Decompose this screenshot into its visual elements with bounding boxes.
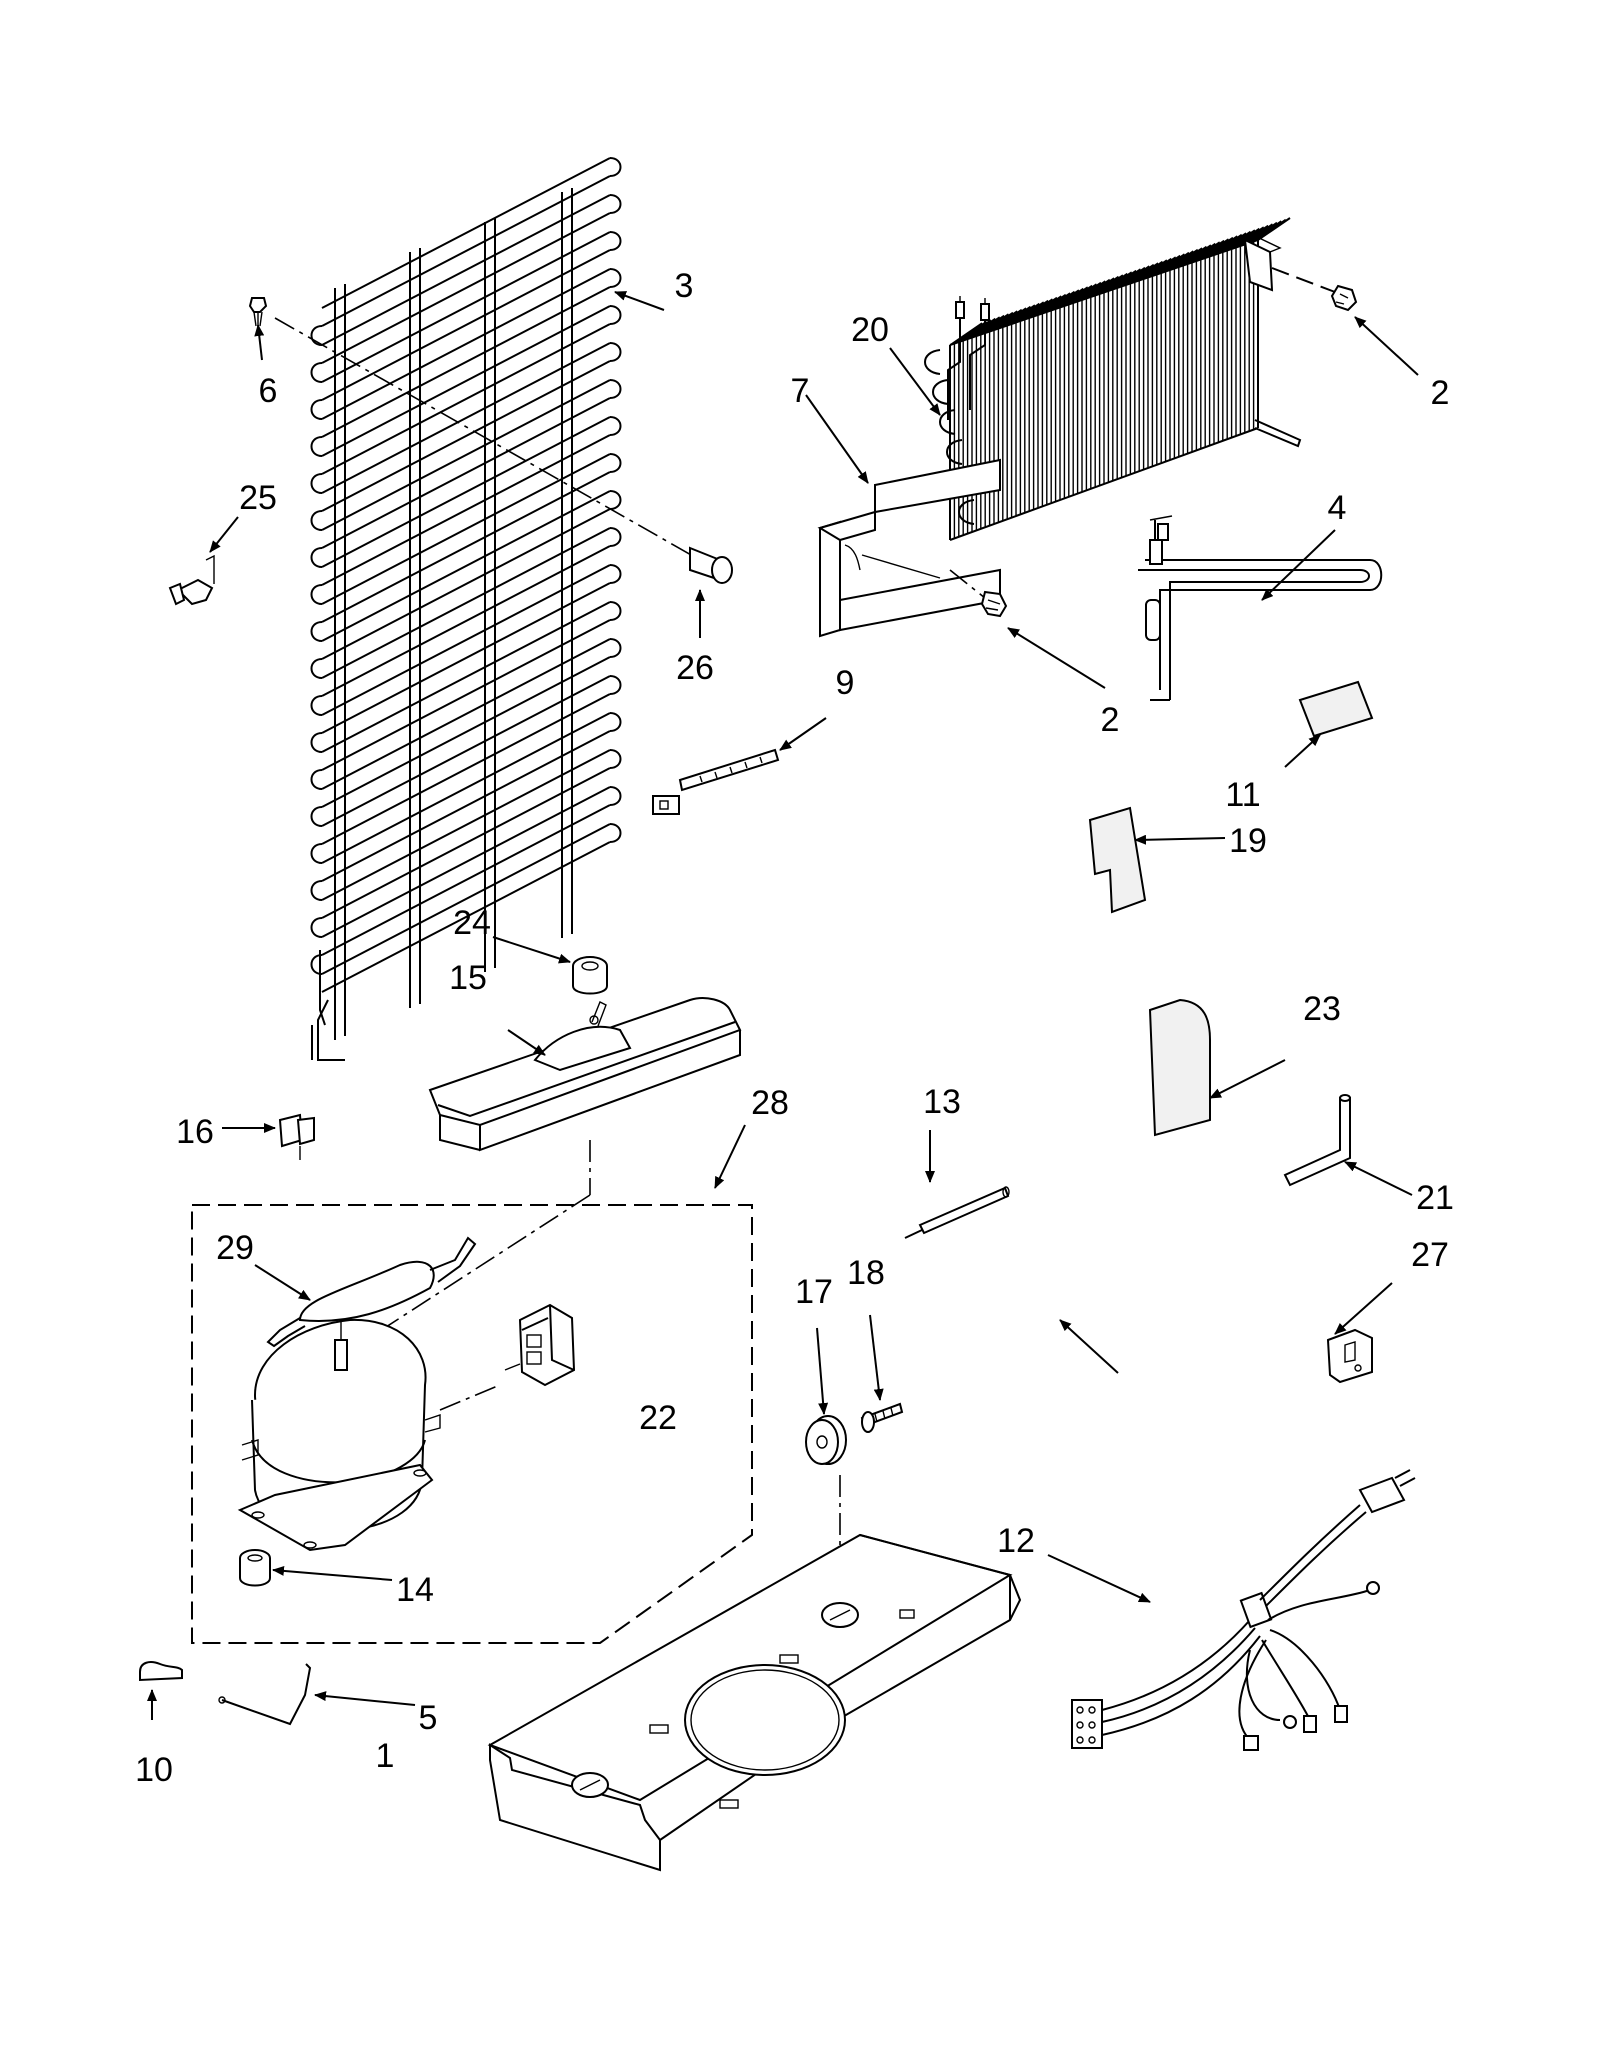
callout-5: 5 bbox=[419, 1699, 438, 1737]
callout-20: 20 bbox=[851, 311, 889, 349]
cable-tie-part-9 bbox=[652, 748, 780, 815]
callout-labels: 1 2 2 3 4 5 6 7 9 10 11 12 13 14 15 16 1… bbox=[135, 267, 1454, 1789]
callout-12: 12 bbox=[997, 1522, 1035, 1560]
filter-drier-part-29 bbox=[266, 1236, 477, 1348]
callout-9: 9 bbox=[836, 664, 855, 702]
callout-1: 1 bbox=[376, 1737, 395, 1775]
relay-part-22 bbox=[504, 1303, 576, 1387]
callout-23: 23 bbox=[1303, 990, 1341, 1028]
tube-part-21 bbox=[1283, 1094, 1351, 1187]
drain-pan-part-15 bbox=[428, 997, 742, 1152]
pin-part-26 bbox=[689, 546, 733, 584]
callout-11: 11 bbox=[1225, 776, 1260, 814]
compressor bbox=[237, 1318, 441, 1552]
callout-22: 22 bbox=[639, 1399, 677, 1437]
screw-part-2-top bbox=[1330, 284, 1358, 312]
callout-14: 14 bbox=[396, 1571, 434, 1609]
callout-25: 25 bbox=[239, 479, 277, 517]
callout-21: 21 bbox=[1416, 1179, 1454, 1217]
callout-27: 27 bbox=[1411, 1236, 1449, 1274]
callout-3: 3 bbox=[675, 267, 694, 305]
screw-part-2-bottom bbox=[980, 590, 1008, 618]
callout-7: 7 bbox=[791, 372, 810, 410]
wire-harness-part-12 bbox=[1071, 1469, 1416, 1751]
callout-17: 17 bbox=[795, 1273, 833, 1311]
screw-part-6 bbox=[248, 297, 268, 327]
callout-4: 4 bbox=[1328, 489, 1347, 527]
callout-16: 16 bbox=[176, 1113, 214, 1151]
callout-2-top: 2 bbox=[1431, 374, 1450, 412]
roller-part-17 bbox=[805, 1415, 847, 1465]
callout-13: 13 bbox=[923, 1083, 961, 1121]
base-tray-part-1 bbox=[487, 1533, 1022, 1872]
callout-2-bottom: 2 bbox=[1101, 701, 1120, 739]
callout-26: 26 bbox=[676, 649, 714, 687]
foam-pad-part-11 bbox=[1298, 680, 1374, 738]
wire-part-5 bbox=[218, 1663, 312, 1726]
foam-block-part-23 bbox=[1148, 998, 1211, 1137]
callout-6: 6 bbox=[259, 372, 278, 410]
foam-block-part-19 bbox=[1088, 806, 1147, 914]
screw-part-18 bbox=[860, 1402, 904, 1433]
grommet-part-14 bbox=[239, 1549, 271, 1587]
callout-24: 24 bbox=[453, 904, 491, 942]
leader-lines bbox=[147, 291, 1419, 1720]
callout-10: 10 bbox=[135, 1751, 173, 1789]
heater-part-4 bbox=[1138, 515, 1383, 701]
tube-part-13 bbox=[904, 1186, 1010, 1239]
bracket-part-27 bbox=[1326, 1328, 1373, 1384]
condenser-coil-part-3 bbox=[310, 157, 622, 1061]
clip-part-10 bbox=[139, 1661, 183, 1682]
bracket-part-7 bbox=[817, 458, 1001, 638]
grommet-part-24 bbox=[572, 956, 608, 995]
callout-29: 29 bbox=[216, 1229, 254, 1267]
bracket-part-25 bbox=[168, 554, 215, 606]
callout-19: 19 bbox=[1229, 822, 1267, 860]
clip-part-16 bbox=[278, 1113, 315, 1160]
callout-18: 18 bbox=[847, 1254, 885, 1292]
callout-15: 15 bbox=[449, 959, 487, 997]
callout-28: 28 bbox=[751, 1084, 789, 1122]
